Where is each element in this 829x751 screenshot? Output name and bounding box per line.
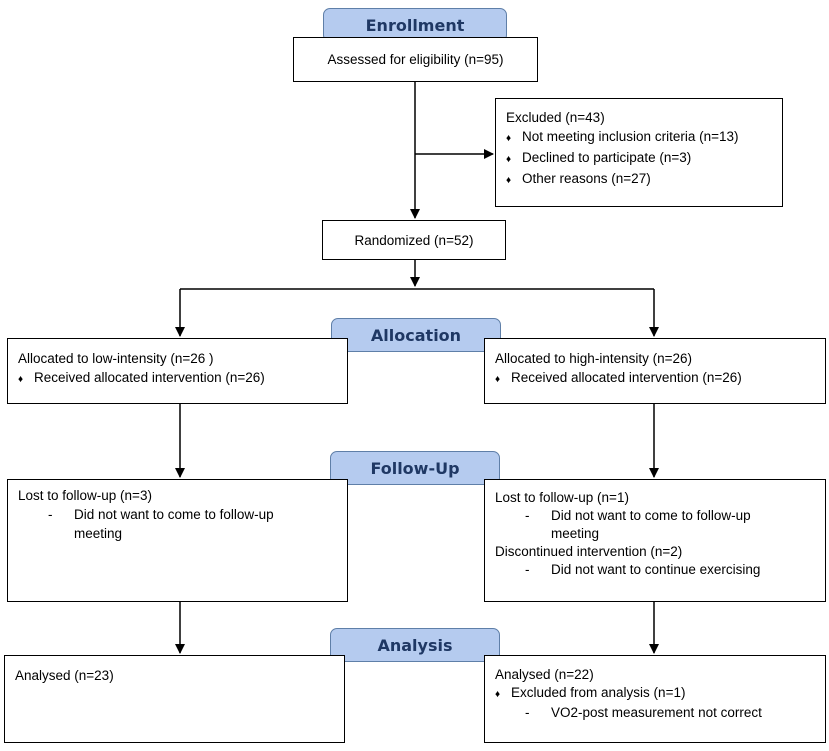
stage-enrollment-label: Enrollment [365, 15, 465, 35]
dash-marker: - [525, 508, 530, 523]
stage-analysis-label: Analysis [377, 635, 453, 655]
high-lost-text: Lost to follow-up (n=1) [495, 490, 629, 505]
low-analysed-text: Analysed (n=23) [15, 668, 114, 683]
stage-allocation: Allocation [331, 318, 501, 352]
high-allocated-text: Allocated to high-intensity (n=26) [495, 351, 692, 366]
low-allocated-text: Allocated to low-intensity (n=26 ) [18, 351, 214, 366]
high-excluded-reason-row: - VO2-post measurement not correct [495, 704, 815, 722]
excluded-title: Excluded (n=43) [506, 110, 605, 125]
dash-marker: - [525, 705, 530, 720]
box-high-analysis: Analysed (n=22) Excluded from analysis (… [484, 655, 826, 743]
high-discontinued-reason-row: - Did not want to continue exercising [495, 561, 815, 579]
randomized-text: Randomized (n=52) [354, 232, 474, 248]
box-low-analysis: Analysed (n=23) [4, 655, 345, 743]
low-lost-reason-text: Did not want to come to follow-up meetin… [74, 507, 274, 541]
low-lost-text: Lost to follow-up (n=3) [18, 488, 152, 503]
box-randomized: Randomized (n=52) [322, 220, 506, 260]
stage-allocation-label: Allocation [370, 325, 462, 345]
assessed-text: Assessed for eligibility (n=95) [327, 52, 504, 67]
high-discontinued-reason-text: Did not want to continue exercising [551, 562, 761, 577]
high-excluded-reason-text: VO2-post measurement not correct [551, 705, 762, 720]
dash-marker: - [48, 507, 53, 522]
high-received-text: Received allocated intervention (n=26) [495, 368, 815, 389]
excluded-item: Not meeting inclusion criteria (n=13) [506, 127, 772, 148]
stage-followup: Follow-Up [330, 451, 500, 485]
box-high-allocated: Allocated to high-intensity (n=26) Recei… [484, 338, 826, 404]
low-lost-reason-row: - Did not want to come to follow-up meet… [18, 505, 337, 543]
high-analysed-text: Analysed (n=22) [495, 667, 594, 682]
excluded-item: Other reasons (n=27) [506, 169, 772, 190]
box-low-allocated: Allocated to low-intensity (n=26 ) Recei… [7, 338, 348, 404]
high-excluded-analysis-text: Excluded from analysis (n=1) [495, 684, 815, 704]
low-received-text: Received allocated intervention (n=26) [18, 368, 337, 389]
high-lost-reason-row: - Did not want to come to follow-up meet… [495, 507, 815, 543]
excluded-item: Declined to participate (n=3) [506, 148, 772, 169]
box-assessed: Assessed for eligibility (n=95) [293, 37, 538, 82]
high-discontinued-text: Discontinued intervention (n=2) [495, 544, 683, 559]
box-excluded: Excluded (n=43) Not meeting inclusion cr… [495, 98, 783, 207]
high-lost-reason-text: Did not want to come to follow-up meetin… [551, 508, 751, 541]
box-low-followup: Lost to follow-up (n=3) - Did not want t… [7, 479, 348, 602]
stage-followup-label: Follow-Up [370, 458, 460, 478]
stage-analysis: Analysis [330, 628, 500, 662]
dash-marker: - [525, 562, 530, 577]
box-high-followup: Lost to follow-up (n=1) - Did not want t… [484, 479, 826, 602]
